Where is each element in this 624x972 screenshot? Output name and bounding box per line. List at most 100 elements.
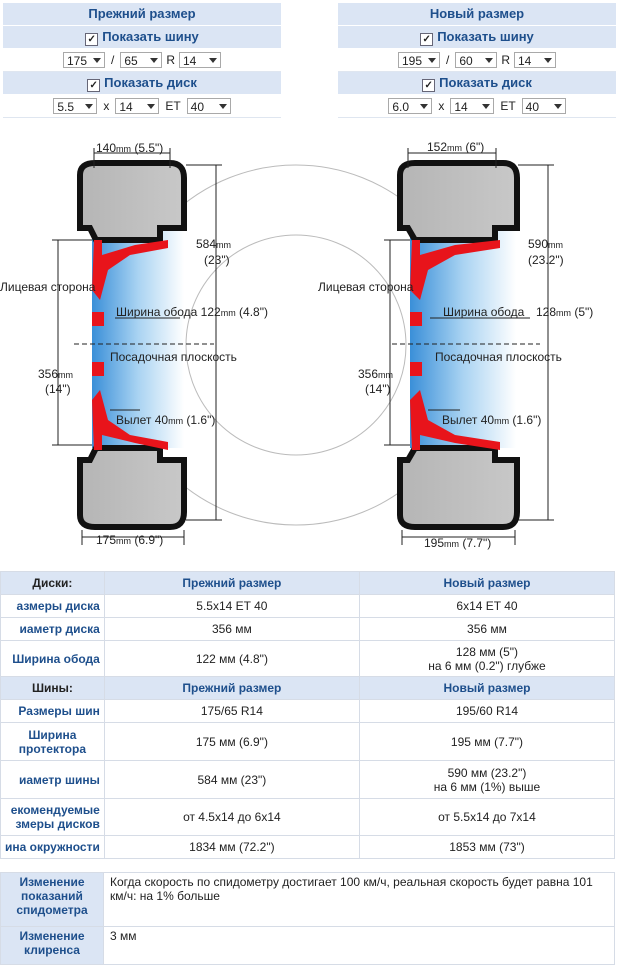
- old-value: 356 мм: [103, 617, 360, 641]
- new-value-line2: на 6 мм (1%) выше: [433, 779, 541, 794]
- new-diam-in-label: (14"): [365, 382, 391, 396]
- table-row: Размеры шин 175/65 R14 195/60 R14: [0, 699, 616, 723]
- disc-section-label: Диски:: [0, 571, 105, 595]
- new-value-line1: 128 мм (5"): [455, 644, 519, 659]
- old-tire-bottom: [77, 445, 187, 530]
- new-disc-diam-value: 14: [454, 100, 468, 114]
- new-height-in-label: (23.2"): [528, 253, 564, 267]
- old-value: 175 мм (6.9"): [103, 722, 360, 761]
- old-size-panel: Прежний размер ✓Показать шину 175 / 65 R…: [3, 3, 281, 118]
- old-rim-width-label: Ширина обода 122mm (4.8"): [116, 305, 268, 319]
- old-width-top-label: 140mm (5.5"): [96, 141, 163, 155]
- new-size-panel: Новый размер ✓Показать шину 195 / 60 R 1…: [338, 3, 616, 118]
- x-separator: x: [103, 99, 110, 113]
- old-tire-rim-select[interactable]: 14: [179, 52, 221, 68]
- r-label: R: [166, 53, 175, 67]
- new-wheel-drawing: [397, 160, 520, 530]
- old-disc-red-bottom: [92, 390, 168, 450]
- chevron-down-icon: [209, 58, 217, 63]
- row-label: Размеры шин: [0, 699, 105, 723]
- new-tire-size-row: 195 / 60 R 14: [338, 49, 616, 72]
- old-tire-ratio-select[interactable]: 65: [120, 52, 163, 68]
- row-label-line1: Ширина: [28, 727, 77, 742]
- new-mount-label: Посадочная плоскость: [435, 350, 562, 364]
- old-diam-label: 356mm: [38, 367, 73, 381]
- speedometer-text: Когда скорость по спидометру достигает 1…: [103, 872, 615, 927]
- new-value: 1853 мм (73"): [358, 835, 616, 859]
- r-label: R: [501, 53, 510, 67]
- new-disc-diam-select[interactable]: 14: [450, 98, 495, 114]
- new-offset-label: Вылет 40mm (1.6"): [442, 413, 541, 427]
- clearance-label-2: клиренса: [24, 943, 80, 957]
- checkbox-icon[interactable]: ✓: [420, 33, 434, 46]
- chevron-down-icon: [85, 104, 94, 109]
- slash-separator: /: [110, 53, 115, 67]
- new-value: 195 мм (7.7"): [358, 722, 616, 761]
- col-old-header: Прежний размер: [103, 571, 360, 595]
- new-tire-rim-select[interactable]: 14: [514, 52, 556, 68]
- new-disc-width-select[interactable]: 6.0: [388, 98, 433, 114]
- slash-separator: /: [445, 53, 450, 67]
- tire-section-label: Шины:: [0, 676, 105, 700]
- row-label: иаметр шины: [0, 760, 105, 799]
- new-show-tire-toggle[interactable]: ✓Показать шину: [338, 26, 616, 49]
- old-show-tire-label: Показать шину: [102, 29, 199, 44]
- row-label-line2: протектора: [18, 741, 87, 756]
- tire-header-row: Шины: Прежний размер Новый размер: [0, 676, 616, 700]
- new-value: 356 мм: [358, 617, 616, 641]
- checkbox-icon[interactable]: ✓: [422, 79, 436, 92]
- checkbox-icon[interactable]: ✓: [85, 33, 99, 46]
- new-tire-width-value: 195: [401, 54, 423, 68]
- new-width-bottom-label: 195mm (7.7"): [424, 536, 491, 550]
- new-et-value: 40: [525, 100, 540, 114]
- row-label: иаметр диска: [0, 617, 105, 641]
- new-size-title: Новый размер: [338, 3, 616, 26]
- old-disc-width-select[interactable]: 5.5: [53, 98, 98, 114]
- new-disc-red-bottom: [410, 390, 500, 450]
- col-old-header: Прежний размер: [103, 676, 360, 700]
- row-label-line1: екомендуемые: [10, 803, 100, 817]
- old-show-disc-toggle[interactable]: ✓Показать диск: [3, 72, 281, 95]
- inner-circle: [185, 234, 407, 456]
- new-tire-width-select[interactable]: 195: [397, 52, 440, 68]
- chevron-down-icon: [544, 58, 552, 63]
- chevron-down-icon: [553, 104, 562, 109]
- new-et-select[interactable]: 40: [521, 98, 566, 114]
- new-tire-bottom: [397, 445, 520, 530]
- new-show-disc-label: Показать диск: [439, 75, 532, 90]
- old-tire-ratio-value: 65: [124, 54, 138, 68]
- checkbox-icon[interactable]: ✓: [87, 79, 101, 92]
- old-disc-width-value: 5.5: [57, 100, 75, 114]
- chevron-down-icon: [92, 58, 101, 63]
- disc-header-row: Диски: Прежний размер Новый размер: [0, 571, 616, 595]
- old-show-tire-toggle[interactable]: ✓Показать шину: [3, 26, 281, 49]
- new-tire-ratio-select[interactable]: 60: [455, 52, 498, 68]
- old-face-label: Лицевая сторона: [0, 280, 96, 294]
- new-tire-rim-value: 14: [518, 54, 532, 68]
- chevron-down-icon: [485, 58, 494, 63]
- speedometer-label-2: показаний: [21, 889, 83, 903]
- old-value: 5.5x14 ET 40: [103, 594, 360, 618]
- old-tire-width-value: 175: [66, 54, 88, 68]
- new-value: 128 мм (5")на 6 мм (0.2") глубже: [358, 640, 616, 677]
- old-show-disc-label: Показать диск: [104, 75, 197, 90]
- old-et-select[interactable]: 40: [186, 98, 231, 114]
- old-wheel-drawing: [77, 160, 187, 530]
- old-disc-diam-select[interactable]: 14: [115, 98, 160, 114]
- table-row: иаметр шины 584 мм (23") 590 мм (23.2")н…: [0, 760, 616, 799]
- new-value-line2: на 6 мм (0.2") глубже: [428, 658, 546, 673]
- new-show-disc-toggle[interactable]: ✓Показать диск: [338, 72, 616, 95]
- et-label: ET: [500, 99, 516, 113]
- old-tire-width-select[interactable]: 175: [62, 52, 105, 68]
- chevron-down-icon: [420, 104, 429, 109]
- old-size-title: Прежний размер: [3, 3, 281, 26]
- old-height-in-label: (23"): [204, 253, 230, 267]
- chevron-down-icon: [482, 104, 491, 109]
- new-value-line1: 590 мм (23.2"): [447, 765, 527, 780]
- new-face-label: Лицевая сторона: [318, 280, 414, 294]
- old-height-label: 584mm: [196, 237, 231, 251]
